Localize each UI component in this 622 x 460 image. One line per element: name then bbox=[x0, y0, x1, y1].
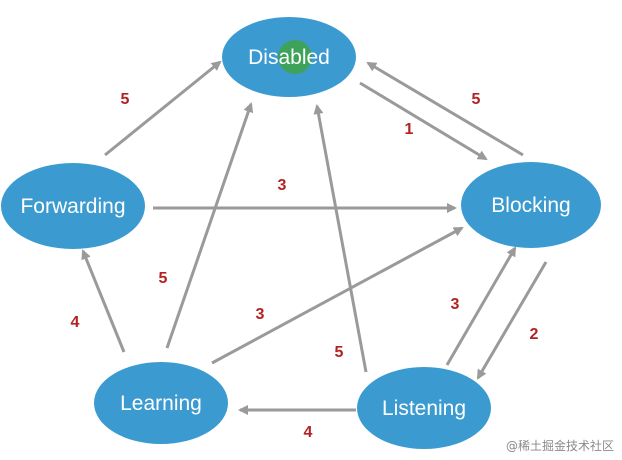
edge-label-blocking-to-disabled: 5 bbox=[472, 91, 481, 108]
node-blocking: Blocking bbox=[461, 162, 601, 248]
edge-label-blocking-to-listening: 2 bbox=[530, 326, 539, 343]
edge-listening-to-disabled bbox=[313, 104, 368, 373]
node-listening: Listening bbox=[357, 367, 491, 449]
node-forwarding-shape bbox=[1, 163, 145, 249]
edge-learning-to-forwarding bbox=[81, 249, 126, 353]
edge-label-learning-to-blocking: 3 bbox=[256, 306, 265, 323]
edge-learning-to-disabled bbox=[165, 102, 254, 349]
edge-label-forwarding-to-blocking: 3 bbox=[278, 177, 287, 194]
edge-label-listening-to-blocking: 3 bbox=[451, 296, 460, 313]
edge-listening-to-blocking bbox=[445, 246, 517, 366]
watermark: @稀土掘金技术社区 bbox=[505, 439, 614, 453]
node-listening-label: Listening bbox=[382, 397, 466, 420]
node-forwarding: Forwarding bbox=[1, 163, 145, 249]
edge-label-listening-to-learning: 4 bbox=[304, 424, 313, 441]
edge-learning-to-blocking bbox=[211, 226, 464, 365]
edge-label-listening-to-disabled: 5 bbox=[335, 344, 344, 361]
node-blocking-shape bbox=[461, 162, 601, 248]
node-forwarding-label: Forwarding bbox=[20, 195, 125, 218]
node-disabled: Disabled bbox=[222, 17, 356, 97]
cursor-highlight-icon bbox=[278, 40, 312, 74]
edge-label-learning-to-disabled: 5 bbox=[159, 270, 168, 287]
node-learning-shape bbox=[94, 362, 228, 444]
node-blocking-label: Blocking bbox=[491, 194, 570, 217]
edge-disabled-to-blocking bbox=[359, 81, 488, 161]
node-listening-shape bbox=[357, 367, 491, 449]
edge-forwarding-to-disabled bbox=[104, 60, 222, 157]
edge-blocking-to-listening bbox=[476, 261, 548, 380]
edge-label-forwarding-to-disabled: 5 bbox=[121, 91, 130, 108]
edge-label-disabled-to-blocking: 1 bbox=[405, 121, 414, 138]
edge-label-learning-to-forwarding: 4 bbox=[71, 314, 80, 331]
node-disabled-label: Disabled bbox=[248, 46, 330, 69]
node-learning: Learning bbox=[94, 362, 228, 444]
edge-blocking-to-disabled bbox=[366, 61, 524, 157]
node-learning-label: Learning bbox=[120, 392, 202, 415]
